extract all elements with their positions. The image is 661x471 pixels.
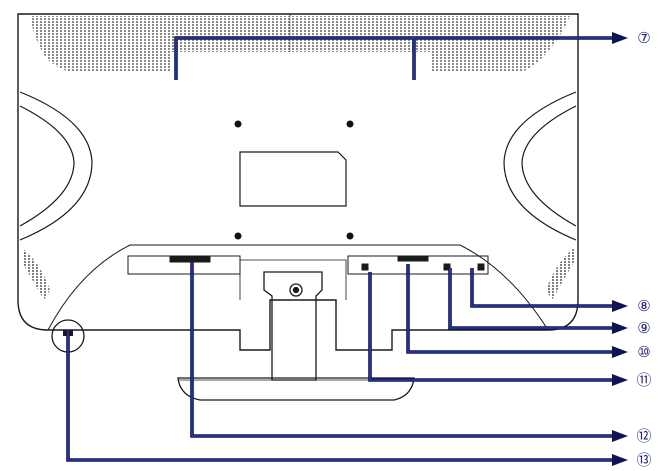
label-plate — [239, 151, 347, 207]
leader-lines-inner — [67, 37, 612, 461]
connector-bays — [127, 255, 489, 275]
callout-12: ⑫ — [636, 427, 651, 445]
callout-9: ⑨ — [637, 319, 650, 337]
leader-lines — [66, 36, 616, 462]
top-vent — [30, 16, 570, 72]
callout-10: ⑩ — [637, 343, 650, 361]
lower-vents — [22, 248, 574, 300]
callout-13: ⑬ — [636, 451, 651, 469]
side-contours — [19, 91, 577, 241]
callout-11: ⑪ — [636, 371, 651, 389]
vesa-holes — [234, 120, 354, 240]
arrow-heads — [612, 32, 628, 466]
callout-labels: ⑦ ⑧ ⑨ ⑩ ⑪ ⑫ ⑬ — [636, 29, 651, 469]
callout-8: ⑧ — [637, 297, 650, 315]
callout-7: ⑦ — [637, 29, 650, 47]
